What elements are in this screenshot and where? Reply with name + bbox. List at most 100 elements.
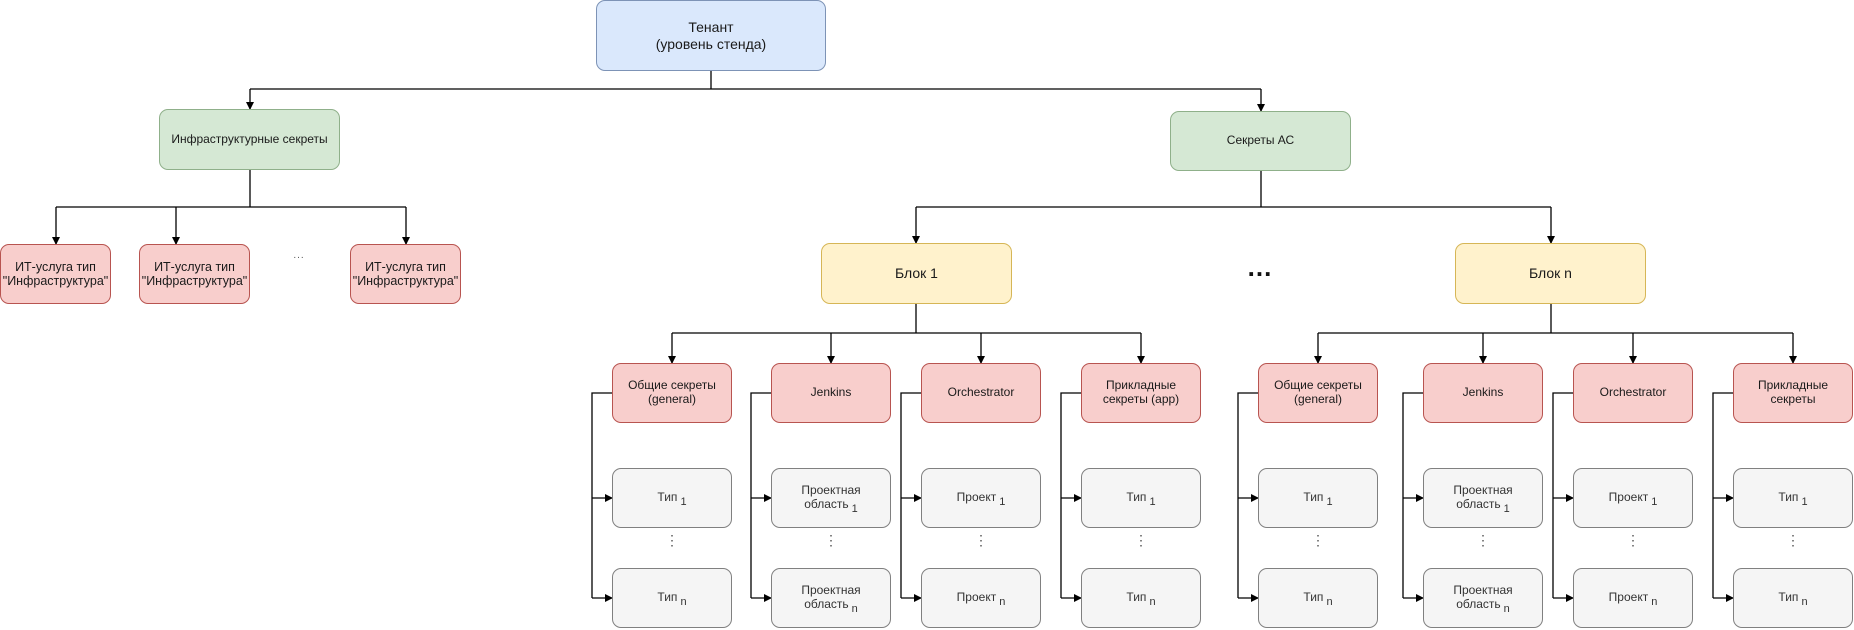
leaf-subscript: 1 (999, 496, 1006, 509)
column-header-label: Прикладные секреты (app) (1102, 378, 1180, 406)
leaf-vertical-ellipsis: ⋮ (1786, 532, 1800, 548)
connector (591, 392, 612, 598)
column-header-node: Общие секреты (general) (612, 363, 732, 423)
leaf-text: Тип (1303, 490, 1324, 505)
leaf-text: Тип (1778, 590, 1799, 605)
column-header-node: Прикладные секреты (app) (1081, 363, 1201, 423)
leaf-subscript: n (1503, 603, 1510, 615)
leaf-text: Проект (1608, 590, 1649, 605)
connector (1060, 392, 1081, 598)
leaf-subscript: 1 (1651, 496, 1658, 509)
it-service-label: ИТ-услуга тип "Инфраструктура" (352, 259, 459, 288)
connector (1237, 392, 1258, 598)
connector (1552, 392, 1573, 598)
column-header-node: Orchestrator (921, 363, 1041, 423)
leaf-vertical-ellipsis: ⋮ (1134, 532, 1148, 548)
it-service-label: ИТ-услуга тип "Инфраструктура" (2, 259, 109, 288)
as-secrets-node: Секреты АС (1170, 111, 1351, 171)
column-header-node: Jenkins (1423, 363, 1543, 423)
leaf-subscript: 1 (1326, 496, 1333, 509)
leaf-vertical-ellipsis: ⋮ (1311, 532, 1325, 548)
connector (900, 392, 921, 598)
leaf-text: Проектная область (1453, 583, 1513, 611)
leaf-vertical-ellipsis: ⋮ (824, 532, 838, 548)
connector (750, 392, 771, 598)
column-header-label: Jenkins (810, 385, 852, 400)
it-service-node: ИТ-услуга тип "Инфраструктура" (0, 244, 111, 304)
leaf-subscript: n (1651, 596, 1658, 609)
leaf-text: Тип (1778, 490, 1799, 505)
leaf-vertical-ellipsis: ⋮ (974, 532, 988, 548)
leaf-text: Тип (1303, 590, 1324, 605)
block-label: Блок n (1529, 265, 1572, 282)
column-header-node: Jenkins (771, 363, 891, 423)
leaf-vertical-ellipsis: ⋮ (1626, 532, 1640, 548)
column-header-label: Orchestrator (947, 385, 1015, 400)
leaf-text: Проект (956, 590, 997, 605)
leaf-text: Тип (1126, 590, 1147, 605)
it-service-label: ИТ-услуга тип "Инфраструктура" (141, 259, 248, 288)
leaf-subscript: n (1326, 596, 1333, 609)
leaf-text: Проектная область (801, 583, 861, 611)
column-header-label: Jenkins (1462, 385, 1504, 400)
block-node: Блок n (1455, 243, 1646, 304)
it-services-ellipsis: ... (293, 250, 305, 261)
leaf-subscript: 1 (1801, 496, 1808, 509)
as-secrets-label: Секреты АС (1226, 133, 1295, 148)
leaf-text: Проектная область (1453, 483, 1513, 511)
infra-secrets-node: Инфраструктурные секреты (159, 109, 340, 170)
connector (1712, 392, 1733, 598)
infra-secrets-label: Инфраструктурные секреты (171, 131, 328, 146)
leaf-subscript: 1 (1503, 503, 1510, 515)
leaf-text: Проект (1608, 490, 1649, 505)
blocks-ellipsis: ... (1247, 252, 1273, 282)
block-node: Блок 1 (821, 243, 1012, 304)
leaf-text: Проект (956, 490, 997, 505)
leaf-subscript: n (1801, 596, 1808, 609)
leaf-vertical-ellipsis: ⋮ (1476, 532, 1490, 548)
block-label: Блок 1 (895, 265, 938, 282)
leaf-subscript: n (999, 596, 1006, 609)
column-header-label: Orchestrator (1599, 385, 1667, 400)
column-header-label: Общие секреты (general) (1274, 378, 1362, 406)
column-header-label: Общие секреты (general) (628, 378, 716, 406)
leaf-subscript: n (851, 603, 858, 615)
column-header-node: Общие секреты (general) (1258, 363, 1378, 423)
leaf-text: Проектная область (801, 483, 861, 511)
it-service-node: ИТ-услуга тип "Инфраструктура" (139, 244, 250, 304)
tenant-node: Тенант (уровень стенда) (596, 0, 826, 71)
leaf-text: Тип (1126, 490, 1147, 505)
tenant-label: Тенант (уровень стенда) (655, 19, 767, 52)
